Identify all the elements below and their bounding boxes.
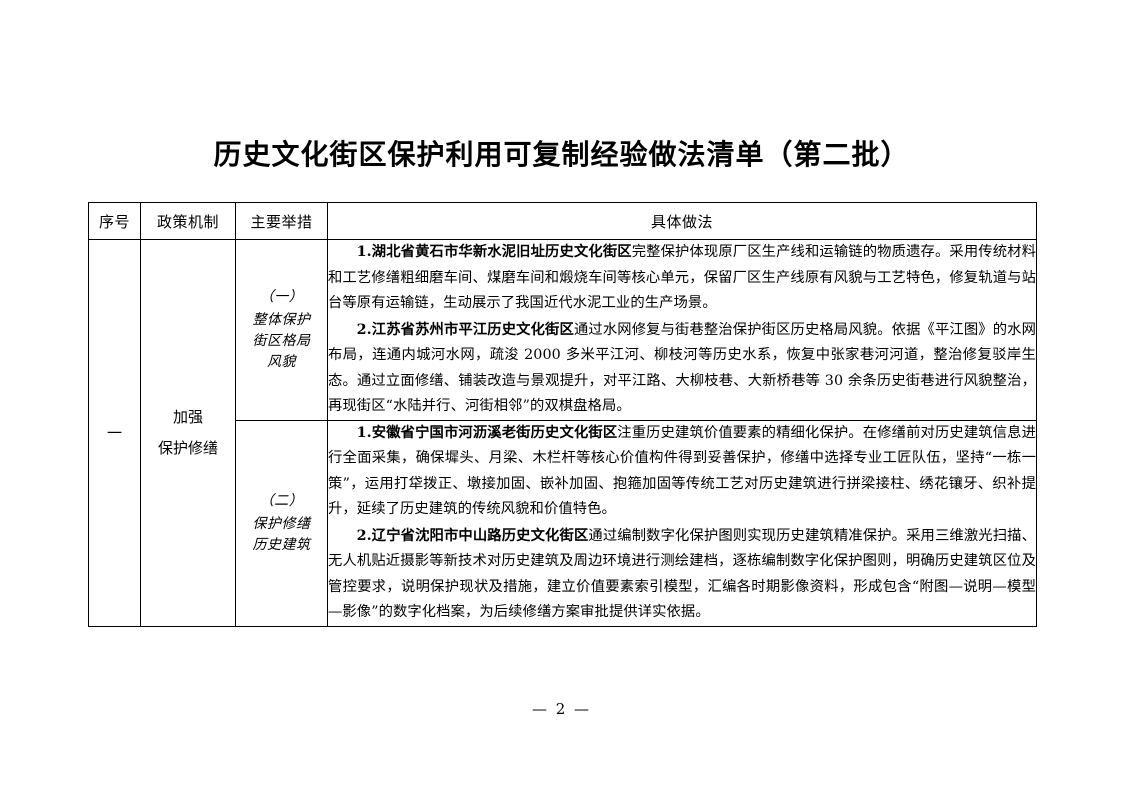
detail-paragraph: 1.安徽省宁国市河沥溪老街历史文化街区注重历史建筑价值要素的精细化保护。在修缮前… [328,421,1036,523]
table-row: 一 加强 保护修缮 （一） 整体保护 街区格局 风貌 1.湖北省黄石市华新水泥旧… [88,239,1037,627]
item-lead: 安徽省宁国市河沥溪老街历史文化街区 [371,424,618,441]
item-body: 通过水网修复与街巷整治保护街区历史格局风貌。依据《平江图》的水网布局，连通内城河… [328,321,1036,415]
detail-paragraph: 2.辽宁省沈阳市中山路历史文化街区通过编制数字化保护图则实现历史建筑精准保护。采… [328,524,1036,626]
detail-cell-section-1: 1.湖北省黄石市华新水泥旧址历史文化街区完整保护体现原厂区生产线和运输链的物质遗… [327,239,1037,421]
item-index: 2. [356,321,372,338]
item-lead: 湖北省黄石市华新水泥旧址历史文化街区 [371,244,632,260]
measure-cell-section-1: （一） 整体保护 街区格局 风貌 [235,239,328,421]
detail-cell-section-2: 1.安徽省宁国市河沥溪老街历史文化街区注重历史建筑价值要素的精细化保护。在修缮前… [327,419,1037,627]
table-row: （二） 保护修缮 历史建筑 1.安徽省宁国市河沥溪老街历史文化街区注重历史建筑价… [89,419,1037,627]
row-sequence-number: 一 [88,239,141,627]
measure-line-1-3: 风貌 [267,353,296,370]
column-header-seq: 序号 [88,202,141,240]
detail-paragraph: 2.江苏省苏州市平江历史文化街区通过水网修复与街巷整治保护街区历史格局风貌。依据… [328,318,1036,420]
item-body: 注重历史建筑价值要素的精细化保护。在修缮前对历史建筑信息进行全面采集，确保墀头、… [328,424,1036,518]
measure-number-1: （一） [259,288,304,305]
table-header-row: 序号 政策机制 主要举措 具体做法 [88,202,1037,240]
item-lead: 江苏省苏州市平江历史文化街区 [371,321,574,338]
column-header-measure: 主要举措 [235,202,328,240]
page-number-footer: — 2 — [531,700,592,718]
measure-line-2-1: 保护修缮 [252,515,311,532]
policy-line-2: 保护修缮 [157,438,218,457]
item-lead: 辽宁省沈阳市中山路历史文化街区 [371,527,589,544]
policy-line-1: 加强 [172,407,203,426]
experience-list-table: 序号 政策机制 主要举措 具体做法 一 加强 保护修缮 （一） 整体保护 街区格… [88,202,1037,627]
measure-number-2: （二） [259,492,304,509]
item-index: 1. [356,244,372,260]
measure-cell-section-2: （二） 保护修缮 历史建筑 [235,419,328,627]
measure-line-1-1: 整体保护 [252,311,311,328]
row-policy-mechanism: 加强 保护修缮 [140,239,236,627]
item-body: 完整保护体现原厂区生产线和运输链的物质遗存。采用传统材料和工艺修缮粗细磨车间、煤… [328,244,1036,311]
column-header-policy: 政策机制 [140,202,236,240]
measure-line-2-2: 历史建筑 [252,536,311,553]
measure-line-1-2: 街区格局 [252,332,311,349]
detail-paragraph: 1.湖北省黄石市华新水泥旧址历史文化街区完整保护体现原厂区生产线和运输链的物质遗… [328,240,1036,317]
item-index: 2. [356,527,372,544]
column-header-detail: 具体做法 [327,202,1037,240]
item-body: 通过编制数字化保护图则实现历史建筑精准保护。采用三维激光扫描、无人机贴近摄影等新… [328,527,1036,621]
page-title: 历史文化街区保护利用可复制经验做法清单（第二批） [213,138,910,171]
item-index: 1. [356,424,372,441]
